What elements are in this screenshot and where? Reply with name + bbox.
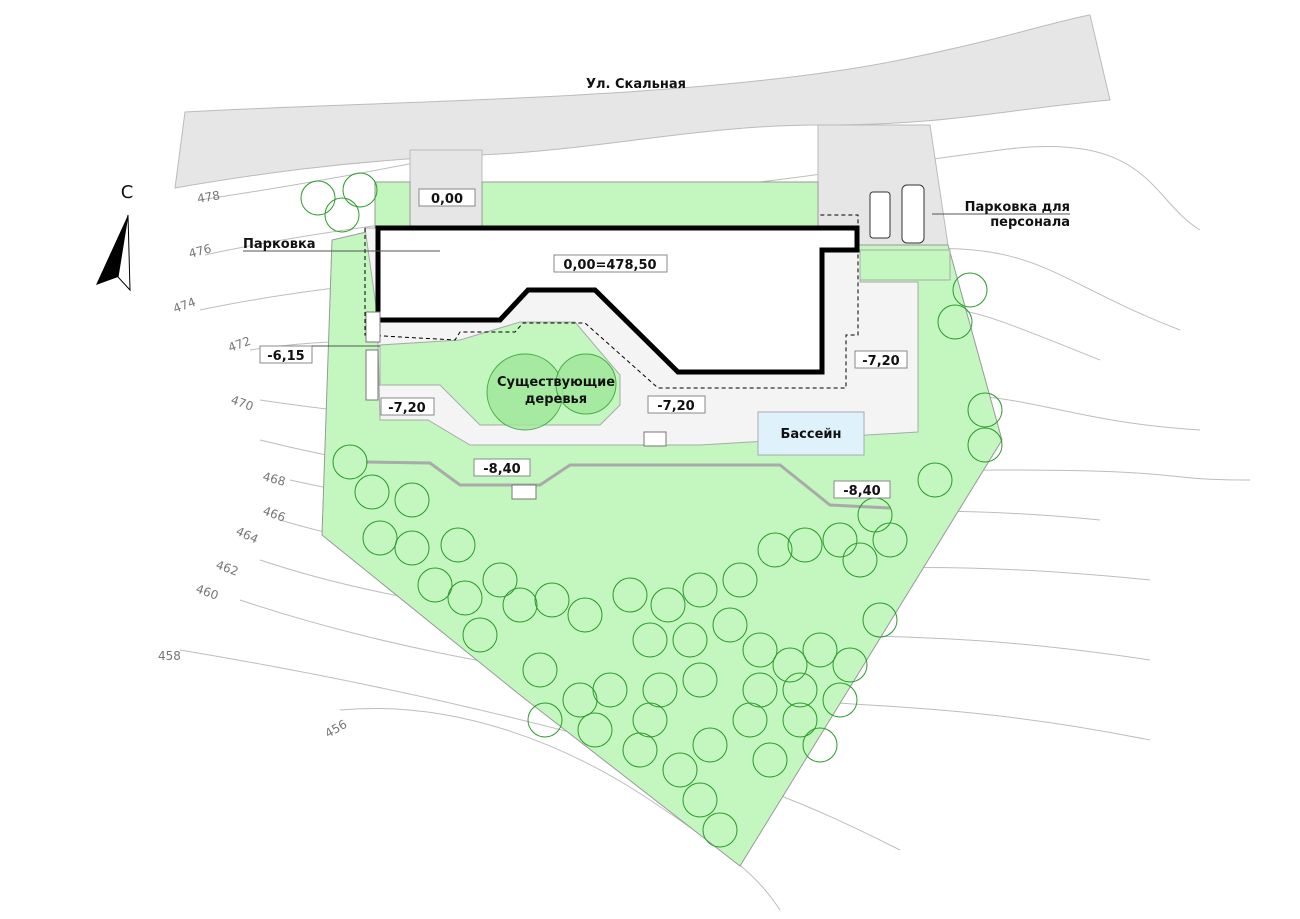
tree-icon bbox=[332, 444, 368, 480]
tree-icon bbox=[527, 702, 563, 738]
tree-icon bbox=[324, 197, 360, 233]
tree-icon bbox=[702, 812, 738, 848]
staff-parking-label-2: персонала bbox=[990, 215, 1070, 230]
tree-icon bbox=[522, 652, 558, 688]
tree-icon bbox=[802, 632, 838, 668]
contour-label: 456 bbox=[323, 717, 350, 741]
pool bbox=[757, 411, 865, 456]
tree-icon bbox=[354, 474, 390, 510]
tree-icon bbox=[732, 702, 768, 738]
level-tags: 0,00 0,00=478,50 -6,15 -7,20 -7,20 -7,20… bbox=[259, 188, 908, 499]
existing-trees-label-1: Существующие bbox=[497, 375, 615, 390]
existing-trees-label-2: деревья bbox=[525, 392, 587, 407]
level-building: 0,00=478,50 bbox=[563, 258, 656, 273]
contour-label: 470 bbox=[229, 393, 255, 414]
tree-icon bbox=[802, 727, 838, 763]
level-terrace-right: -7,20 bbox=[862, 354, 899, 369]
tree-icon bbox=[662, 752, 698, 788]
contour-label: 478 bbox=[196, 188, 221, 206]
tree-icon bbox=[757, 532, 793, 568]
tree-icon bbox=[822, 682, 858, 718]
tree-icon bbox=[682, 662, 718, 698]
contour-label: 476 bbox=[187, 241, 213, 260]
tree-icon bbox=[342, 172, 378, 208]
contour-label: 464 bbox=[234, 524, 261, 546]
level-lower-left: -8,40 bbox=[483, 462, 520, 477]
tree-icon bbox=[440, 527, 476, 563]
level-entry: 0,00 bbox=[431, 192, 463, 207]
contour-label: 468 bbox=[261, 469, 287, 488]
tree-icon bbox=[682, 782, 718, 818]
tree-icon bbox=[642, 672, 678, 708]
level-terrace-mid: -7,20 bbox=[657, 399, 694, 414]
tree-icon bbox=[394, 530, 430, 566]
tree-icon bbox=[592, 672, 628, 708]
tree-icon bbox=[562, 682, 598, 718]
north-label: С bbox=[121, 182, 134, 203]
lower-path bbox=[365, 460, 891, 510]
tree-icon bbox=[937, 304, 973, 340]
pool-label: Бассейн bbox=[780, 427, 841, 442]
tree-icon bbox=[967, 427, 1003, 463]
tree-icon bbox=[742, 632, 778, 668]
tree-icon bbox=[822, 522, 858, 558]
tree-icon bbox=[632, 622, 668, 658]
tree-icon bbox=[447, 580, 483, 616]
tree-icon bbox=[712, 607, 748, 643]
tree-icon bbox=[577, 712, 613, 748]
contour-label: 474 bbox=[171, 295, 197, 316]
contour-label: 460 bbox=[194, 582, 220, 603]
tree-icon bbox=[502, 587, 538, 623]
tree-icon bbox=[742, 672, 778, 708]
tree-icon bbox=[862, 602, 898, 638]
level-lower-right: -8,40 bbox=[843, 484, 880, 499]
tree-icon bbox=[782, 702, 818, 738]
tree-icon bbox=[394, 482, 430, 518]
tree-icon bbox=[752, 742, 788, 778]
staff-parking-label-1: Парковка для bbox=[965, 200, 1070, 215]
level-stairs: -6,15 bbox=[267, 349, 304, 364]
tree-icon bbox=[612, 577, 648, 613]
building-footprint bbox=[375, 225, 860, 375]
tree-icon bbox=[682, 572, 718, 608]
level-terrace-left: -7,20 bbox=[388, 401, 425, 416]
tree-icon bbox=[650, 587, 686, 623]
tree-icon bbox=[622, 732, 658, 768]
tree-icon bbox=[632, 702, 668, 738]
contour-label: 472 bbox=[226, 334, 252, 355]
contour-label: 462 bbox=[214, 558, 240, 579]
stairs bbox=[365, 311, 667, 500]
existing-trees bbox=[486, 353, 617, 431]
parking-label: Парковка bbox=[243, 237, 316, 252]
tree-icon bbox=[917, 462, 953, 498]
tree-icon bbox=[417, 567, 453, 603]
staff-steps bbox=[859, 249, 951, 281]
tree-icon bbox=[952, 272, 988, 308]
tree-icon bbox=[787, 527, 823, 563]
car-icons bbox=[869, 184, 925, 244]
tree-icon bbox=[722, 562, 758, 598]
tree-icon bbox=[567, 597, 603, 633]
tree-icon bbox=[534, 582, 570, 618]
tree-icon bbox=[772, 647, 808, 683]
tree-icon bbox=[692, 727, 728, 763]
tree-icon bbox=[300, 180, 336, 216]
tree-icon bbox=[967, 392, 1003, 428]
street-label: Ул. Скальная bbox=[586, 77, 686, 92]
tree-icon bbox=[832, 647, 868, 683]
contour-label: 458 bbox=[158, 649, 181, 663]
tree-icon bbox=[362, 520, 398, 556]
tree-icon bbox=[672, 622, 708, 658]
street bbox=[174, 14, 1111, 189]
trees bbox=[300, 172, 1003, 848]
contour-label: 466 bbox=[261, 504, 287, 525]
tree-icon bbox=[482, 562, 518, 598]
tree-icon bbox=[842, 542, 878, 578]
building-outline-dashed bbox=[364, 214, 859, 389]
tree-icon bbox=[782, 672, 818, 708]
north-arrow: С bbox=[96, 182, 134, 292]
tree-icon bbox=[462, 617, 498, 653]
